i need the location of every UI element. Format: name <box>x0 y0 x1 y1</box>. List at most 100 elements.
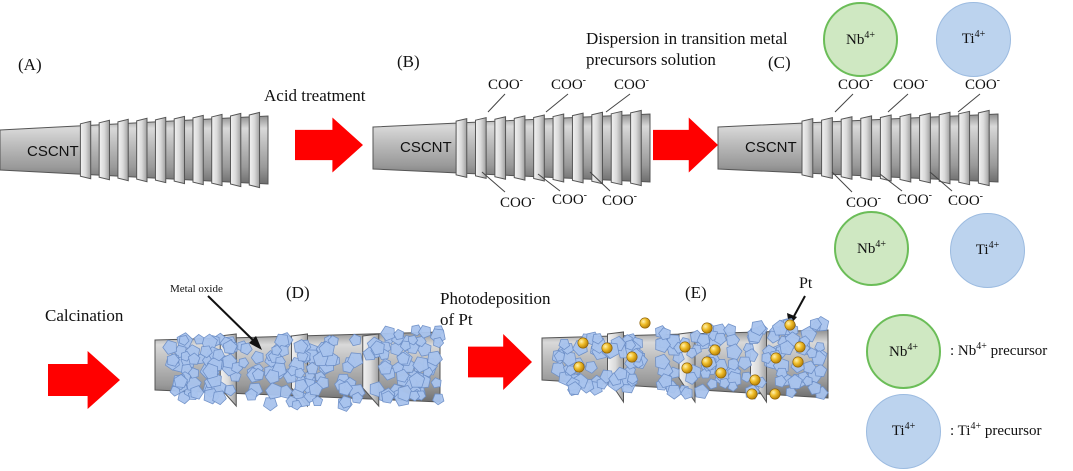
metal-oxide-crystal <box>787 374 803 389</box>
pt-nanoparticle <box>573 361 585 373</box>
metal-oxide-crystal <box>399 340 411 352</box>
metal-oxide-crystal <box>351 391 364 404</box>
legend-ti-text: : Ti4+ precursor <box>950 421 1042 439</box>
carboxylate-group: COO- <box>614 75 650 93</box>
nb-ion-circle: Nb4+ <box>823 2 898 77</box>
metal-oxide-crystal <box>774 374 787 388</box>
metal-oxide-pointer-head <box>249 336 262 350</box>
pt-nanoparticle <box>679 341 691 353</box>
carboxylate-bond-line <box>545 93 569 113</box>
metal-oxide-crystal <box>251 367 265 381</box>
carboxylate-bond-line <box>481 171 506 193</box>
nanotube-label-b: CSCNT <box>400 139 452 156</box>
metal-oxide-crystal <box>178 335 190 346</box>
metal-oxide-crystal <box>294 378 309 393</box>
metal-oxide-crystal <box>370 340 385 356</box>
metal-oxide-label: Metal oxide <box>170 283 223 295</box>
legend-ti-circle: Ti4+ <box>866 394 941 469</box>
nanotube-a <box>0 111 269 189</box>
metal-oxide-crystal <box>430 377 442 389</box>
pt-nanoparticle <box>701 322 713 334</box>
metal-oxide-crystal <box>193 333 205 345</box>
nanotube-b <box>372 109 651 187</box>
metal-oxide-crystal <box>680 386 693 400</box>
panel-label-e: (E) <box>685 283 707 302</box>
metal-oxide-crystal <box>173 373 188 388</box>
metal-oxide-crystal <box>187 352 201 365</box>
nanotube-segment <box>552 113 565 183</box>
carboxylate-group: COO- <box>500 193 536 211</box>
metal-oxide-crystal <box>412 356 429 374</box>
pt-nanoparticle <box>770 352 782 364</box>
metal-oxide-crystal <box>613 366 628 381</box>
metal-oxide-crystal <box>238 357 250 369</box>
metal-oxide-crystal <box>347 352 364 369</box>
nanotube-segment <box>173 115 186 185</box>
carboxylate-group: COO- <box>846 193 882 211</box>
carboxylate-group: COO- <box>965 75 1001 93</box>
carboxylate-bond-line <box>487 93 506 113</box>
nanotube-c <box>717 109 999 187</box>
nanotube-segment <box>211 113 223 187</box>
metal-oxide-crystal <box>415 335 427 348</box>
metal-oxide-crystal <box>761 352 773 364</box>
metal-oxide-crystal <box>162 339 177 355</box>
nanotube-segment <box>801 117 814 179</box>
pt-nanoparticle <box>701 356 713 368</box>
metal-oxide-crystal <box>408 371 426 388</box>
metal-oxide-crystal <box>723 323 736 337</box>
legend-nb-circle: Nb4+ <box>866 314 941 389</box>
metal-oxide-crystal <box>726 343 743 360</box>
carboxylate-bond-line <box>605 93 631 113</box>
metal-oxide-crystal <box>658 327 671 341</box>
nanotube-segment <box>79 120 92 180</box>
metal-oxide-pointer-arrow <box>207 295 259 346</box>
nanotube-segment <box>533 114 545 182</box>
metal-oxide-crystal <box>433 337 445 349</box>
pt-nanoparticle <box>746 388 758 400</box>
carboxylate-group: COO- <box>838 75 874 93</box>
metal-oxide-crystal <box>802 375 813 387</box>
metal-oxide-crystal <box>391 361 405 374</box>
process-arrow-dispersion <box>653 117 718 173</box>
nanotube-segment <box>571 112 584 184</box>
metal-oxide-crystal <box>553 350 565 362</box>
metal-oxide-crystal <box>222 339 238 355</box>
nanotube-segment <box>494 116 507 180</box>
metal-oxide-crystal <box>348 333 362 347</box>
metal-oxide-crystal <box>694 383 710 399</box>
metal-oxide-crystal <box>584 361 598 374</box>
nanotube-segment <box>821 117 833 179</box>
step-label-photodeposition-line2: of Pt <box>440 310 473 329</box>
step-label-photodeposition-line1: Photodeposition <box>440 289 551 308</box>
metal-oxide-crystal <box>750 320 767 336</box>
metal-oxide-crystal <box>714 332 727 346</box>
pt-pointer-arrow <box>792 295 806 319</box>
carboxylate-bond-line <box>887 93 909 113</box>
carboxylate-group: COO- <box>552 190 588 208</box>
metal-oxide-crystal <box>305 361 319 375</box>
process-arrow-photodeposition <box>468 334 532 390</box>
metal-oxide-crystal <box>308 381 323 396</box>
pt-nanoparticle <box>681 362 693 374</box>
metal-oxide-crystal <box>265 382 282 400</box>
nanotube-segment <box>591 111 603 185</box>
carboxylate-group: COO- <box>893 75 929 93</box>
step-label-calcination: Calcination <box>45 306 124 325</box>
process-arrow-acid <box>295 117 363 173</box>
nanotube-segment <box>610 110 623 186</box>
metal-oxide-crystal <box>706 378 718 390</box>
metal-oxide-crystal <box>417 325 432 339</box>
metal-oxide-crystal <box>212 348 225 362</box>
carboxylate-bond-line <box>834 93 854 113</box>
nanotube-segment <box>248 111 261 189</box>
pt-nanoparticle <box>715 367 727 379</box>
carboxylate-bond-line <box>879 173 903 192</box>
metal-oxide-crystal <box>224 384 237 397</box>
nanotube-segment <box>513 115 526 181</box>
pt-nanoparticle <box>601 342 613 354</box>
nanotube-segment <box>474 117 487 179</box>
metal-oxide-crystal <box>696 333 711 347</box>
metal-oxide-crystal <box>396 351 410 365</box>
